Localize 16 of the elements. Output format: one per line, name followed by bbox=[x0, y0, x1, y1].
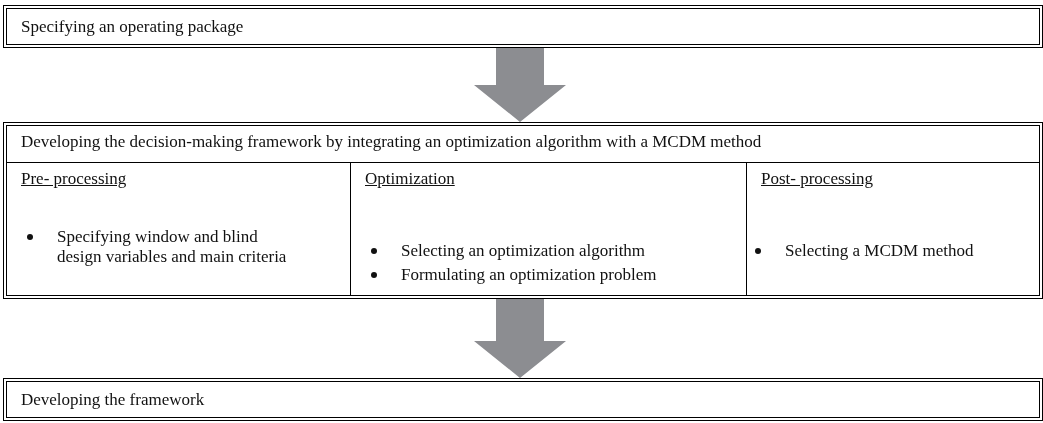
bullet-text: Formulating an optimization problem bbox=[401, 265, 658, 285]
block-arrow bbox=[474, 299, 566, 378]
process-box bbox=[3, 378, 1043, 421]
process-box bbox=[3, 5, 1043, 48]
box-text: Developing the decision-making framework by integrating an optimization algorithm with a MCDM method bbox=[21, 132, 763, 152]
column-heading: Pre- processing bbox=[21, 169, 128, 189]
box-text: Specifying an operating package bbox=[21, 17, 245, 37]
bullet-text: Selecting an optimization algorithm bbox=[401, 241, 647, 261]
box-text: Developing the framework bbox=[21, 390, 206, 410]
block-arrow bbox=[474, 48, 566, 122]
process-box bbox=[3, 122, 1043, 299]
bullet-text: Selecting a MCDM method bbox=[785, 241, 975, 261]
column-panel bbox=[350, 162, 747, 296]
column-heading: Optimization bbox=[365, 169, 456, 189]
column-heading: Post- processing bbox=[761, 169, 874, 189]
bullet-text: Specifying window and blind design variables and main criteria bbox=[57, 227, 287, 267]
